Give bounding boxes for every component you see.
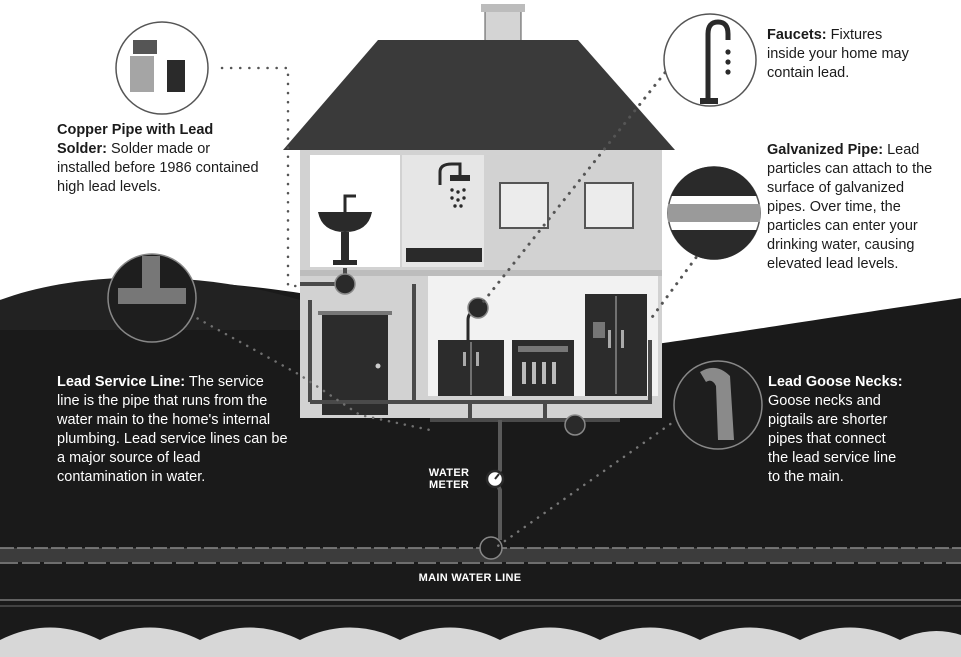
service-line-icon — [108, 254, 196, 342]
main-water-line-label: MAIN WATER LINE — [400, 572, 540, 584]
callout-faucets: Faucets: Fixtures inside your home may c… — [767, 26, 917, 83]
goose-neck-icon — [674, 361, 762, 449]
house-roof — [283, 40, 675, 150]
faucet-icon — [664, 14, 756, 106]
window-left — [500, 183, 548, 228]
dishwasher-icon — [512, 340, 574, 396]
callout-goose-necks: Lead Goose Necks: Goose necks and pigtai… — [768, 373, 908, 487]
callout-galvanized-title: Galvanized Pipe: — [767, 142, 883, 158]
cabinet-handle-right — [476, 352, 479, 366]
main-water-line-label-text: MAIN WATER LINE — [419, 572, 522, 584]
chimney-cap — [481, 4, 525, 12]
door-frame — [318, 311, 392, 315]
tub — [406, 248, 482, 262]
copper-solder-icon — [116, 22, 208, 114]
callout-goose-necks-body: Goose necks and pigtails are shorter pip… — [768, 393, 896, 485]
callout-service-line-body: The service line is the pipe that runs f… — [57, 374, 288, 485]
cabinet-handle-left — [463, 352, 466, 366]
callout-galvanized-body: Lead particles can attach to the surface… — [767, 142, 932, 272]
water-meter-label-line1: WATER — [420, 467, 478, 479]
callout-goose-necks-title: Lead Goose Necks: — [768, 374, 903, 390]
callout-galvanized: Galvanized Pipe: Lead particles can atta… — [767, 141, 937, 274]
house-lower-band — [300, 270, 662, 276]
callout-copper-pipe: Copper Pipe with Lead Solder: Solder mad… — [57, 121, 262, 197]
refrigerator-icon — [585, 294, 647, 396]
water-meter-label: WATER METER — [420, 467, 478, 491]
bathroom-room — [310, 155, 400, 267]
plumbing-joint-under — [565, 415, 585, 435]
plumbing-joint-bathroom — [335, 274, 355, 294]
galvanized-pipe-icon — [668, 166, 760, 259]
main-connection-joint — [480, 537, 502, 559]
water-meter-label-line2: METER — [420, 479, 478, 491]
callout-faucets-title: Faucets: — [767, 27, 827, 43]
callout-service-line-title: Lead Service Line: — [57, 374, 185, 390]
window-right — [585, 183, 633, 228]
door-knob — [376, 364, 381, 369]
callout-service-line: Lead Service Line: The service line is t… — [57, 373, 289, 487]
